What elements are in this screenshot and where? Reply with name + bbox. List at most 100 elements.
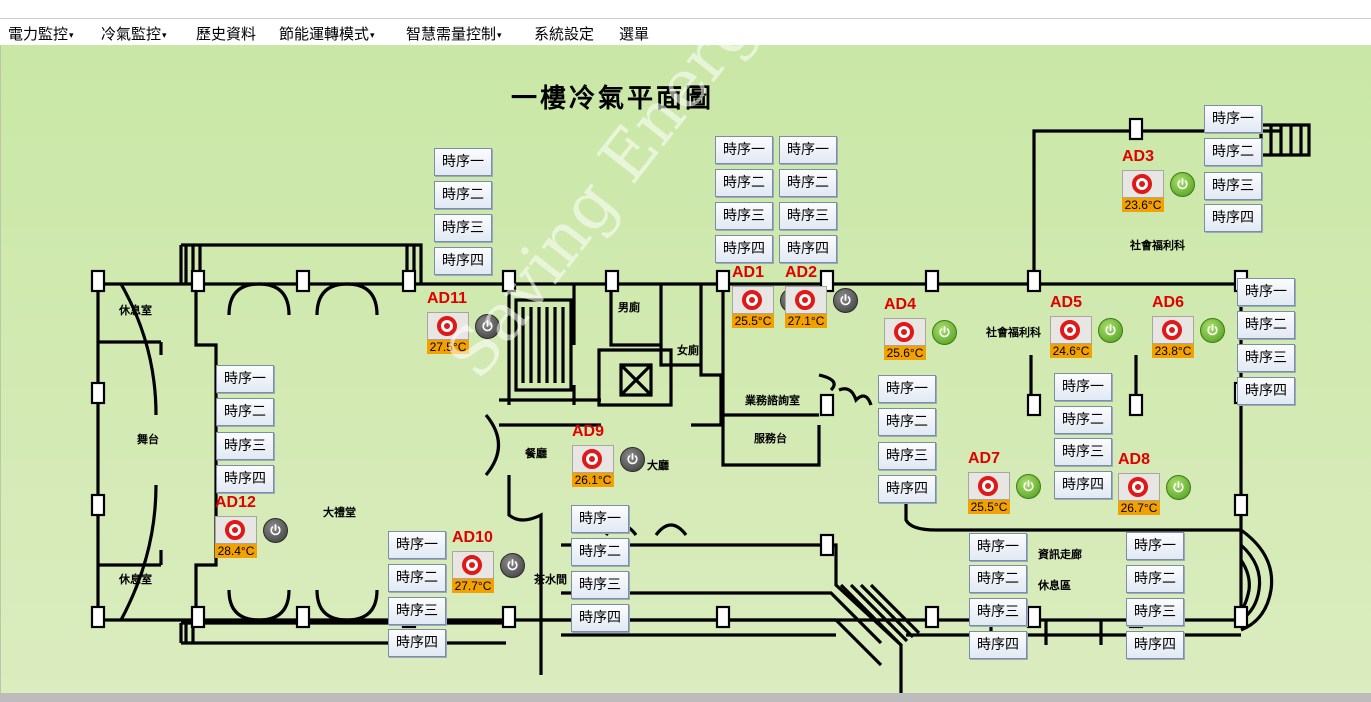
- power-toggle-button[interactable]: [1200, 318, 1225, 343]
- schedule-4-button-ad1[interactable]: 時序四: [715, 235, 773, 263]
- schedule-3-button-ad6[interactable]: 時序三: [1237, 344, 1295, 372]
- schedule-2-button-ad8[interactable]: 時序二: [1126, 565, 1184, 593]
- menu-system-settings[interactable]: 系統設定: [534, 25, 595, 43]
- ac-status-panel[interactable]: [785, 286, 827, 314]
- menu-bar: 電力監控▾ 冷氣監控▾ 歷史資料 節能運轉模式▾ 智慧需量控制▾ 系統設定 選單: [0, 18, 1371, 46]
- schedule-2-button-ad12[interactable]: 時序二: [216, 398, 274, 426]
- room-label-tea-room: 茶水間: [534, 574, 567, 586]
- floor-plan-drawing: [90, 117, 1311, 693]
- ac-status-panel[interactable]: [1118, 473, 1160, 501]
- schedule-3-button-ad1[interactable]: 時序三: [715, 202, 773, 230]
- schedule-2-button-ad7[interactable]: 時序二: [969, 565, 1027, 593]
- menu-ac-monitoring-label: 冷氣監控: [101, 25, 162, 43]
- ac-status-panel[interactable]: [1152, 316, 1194, 344]
- unit-id-label: AD8: [1118, 451, 1151, 468]
- ac-status-panel[interactable]: [732, 286, 774, 314]
- ac-status-panel[interactable]: [427, 312, 469, 340]
- schedule-4-button-ad8[interactable]: 時序四: [1126, 631, 1184, 659]
- unit-id-label: AD3: [1122, 148, 1155, 165]
- power-toggle-button[interactable]: [475, 314, 500, 339]
- schedule-2-button-ad3[interactable]: 時序二: [1204, 138, 1262, 166]
- schedule-2-button-ad1[interactable]: 時序二: [715, 169, 773, 197]
- unit-id-label: AD10: [452, 529, 493, 546]
- schedule-1-button-ad8[interactable]: 時序一: [1126, 532, 1184, 560]
- schedule-1-button-ad11[interactable]: 時序一: [434, 148, 492, 176]
- ac-status-panel[interactable]: [215, 516, 257, 544]
- schedule-2-button-ad2[interactable]: 時序二: [779, 169, 837, 197]
- power-toggle-button[interactable]: [1170, 172, 1195, 197]
- unit-id-label: AD6: [1152, 294, 1185, 311]
- schedule-3-button-ad9[interactable]: 時序三: [571, 571, 629, 599]
- power-toggle-button[interactable]: [1098, 318, 1123, 343]
- ac-status-panel[interactable]: [1122, 170, 1164, 198]
- menu-options[interactable]: 選單: [619, 25, 650, 43]
- schedule-4-button-ad6[interactable]: 時序四: [1237, 377, 1295, 405]
- schedule-1-button-ad7[interactable]: 時序一: [969, 533, 1027, 561]
- fan-icon: [742, 290, 762, 310]
- schedule-4-button-ad2[interactable]: 時序四: [779, 235, 837, 263]
- schedule-4-button-ad11[interactable]: 時序四: [434, 247, 492, 275]
- schedule-4-button-ad7[interactable]: 時序四: [969, 631, 1027, 659]
- schedule-1-button-ad5[interactable]: 時序一: [1054, 373, 1112, 401]
- fan-icon: [225, 520, 245, 540]
- ac-status-panel[interactable]: [884, 318, 926, 346]
- schedule-1-button-ad10[interactable]: 時序一: [388, 531, 446, 559]
- schedule-2-button-ad10[interactable]: 時序二: [388, 564, 446, 592]
- schedule-2-button-ad4[interactable]: 時序二: [878, 408, 936, 436]
- schedule-3-button-ad4[interactable]: 時序三: [878, 442, 936, 470]
- menu-demand-control-label: 智慧需量控制: [406, 25, 497, 43]
- schedule-1-button-ad2[interactable]: 時序一: [779, 136, 837, 164]
- menu-power-monitoring[interactable]: 電力監控▾: [8, 23, 74, 44]
- unit-id-label: AD2: [785, 264, 818, 281]
- schedule-2-button-ad9[interactable]: 時序二: [571, 538, 629, 566]
- schedule-4-button-ad9[interactable]: 時序四: [571, 604, 629, 632]
- schedule-3-button-ad3[interactable]: 時序三: [1204, 172, 1262, 200]
- schedule-4-button-ad4[interactable]: 時序四: [878, 475, 936, 503]
- schedule-4-button-ad12[interactable]: 時序四: [216, 465, 274, 493]
- schedule-1-button-ad4[interactable]: 時序一: [878, 375, 936, 403]
- temperature-badge: 28.4°C: [215, 544, 257, 558]
- power-toggle-button[interactable]: [1166, 475, 1191, 500]
- schedule-2-button-ad11[interactable]: 時序二: [434, 181, 492, 209]
- schedule-4-button-ad10[interactable]: 時序四: [388, 629, 446, 657]
- schedule-3-button-ad5[interactable]: 時序三: [1054, 438, 1112, 466]
- menu-ac-monitoring[interactable]: 冷氣監控▾: [101, 23, 167, 44]
- menu-energy-saving-mode[interactable]: 節能運轉模式▾: [279, 23, 375, 44]
- temperature-badge: 25.5°C: [732, 314, 774, 328]
- schedule-3-button-ad2[interactable]: 時序三: [779, 202, 837, 230]
- ac-status-panel[interactable]: [452, 551, 494, 579]
- schedule-2-button-ad6[interactable]: 時序二: [1237, 311, 1295, 339]
- ac-status-panel[interactable]: [572, 445, 614, 473]
- room-label-lounge: 休息區: [1038, 580, 1071, 592]
- schedule-3-button-ad7[interactable]: 時序三: [969, 598, 1027, 626]
- schedule-4-button-ad3[interactable]: 時序四: [1204, 204, 1262, 232]
- schedule-1-button-ad9[interactable]: 時序一: [571, 505, 629, 533]
- schedule-3-button-ad8[interactable]: 時序三: [1126, 598, 1184, 626]
- power-toggle-button[interactable]: [620, 447, 645, 472]
- unit-id-label: AD5: [1050, 294, 1083, 311]
- power-toggle-button[interactable]: [932, 320, 957, 345]
- menu-history[interactable]: 歷史資料: [196, 25, 257, 43]
- fan-icon: [1162, 320, 1182, 340]
- power-toggle-button[interactable]: [263, 518, 288, 543]
- fan-icon: [978, 476, 998, 496]
- schedule-3-button-ad10[interactable]: 時序三: [388, 597, 446, 625]
- schedule-3-button-ad11[interactable]: 時序三: [434, 214, 492, 242]
- schedule-3-button-ad12[interactable]: 時序三: [216, 432, 274, 460]
- schedule-1-button-ad3[interactable]: 時序一: [1204, 105, 1262, 133]
- power-toggle-button[interactable]: [1016, 474, 1041, 499]
- power-icon: [507, 559, 518, 571]
- power-icon: [1173, 481, 1184, 493]
- menu-demand-control[interactable]: 智慧需量控制▾: [406, 23, 502, 44]
- unit-id-label: AD9: [572, 423, 605, 440]
- ac-status-panel[interactable]: [1050, 316, 1092, 344]
- schedule-1-button-ad1[interactable]: 時序一: [715, 136, 773, 164]
- schedule-1-button-ad12[interactable]: 時序一: [216, 365, 274, 393]
- schedule-2-button-ad5[interactable]: 時序二: [1054, 406, 1112, 434]
- ac-status-panel[interactable]: [968, 472, 1010, 500]
- unit-id-label: AD11: [427, 290, 468, 307]
- schedule-1-button-ad6[interactable]: 時序一: [1237, 278, 1295, 306]
- power-toggle-button[interactable]: [833, 288, 858, 313]
- schedule-4-button-ad5[interactable]: 時序四: [1054, 471, 1112, 499]
- power-toggle-button[interactable]: [500, 553, 525, 578]
